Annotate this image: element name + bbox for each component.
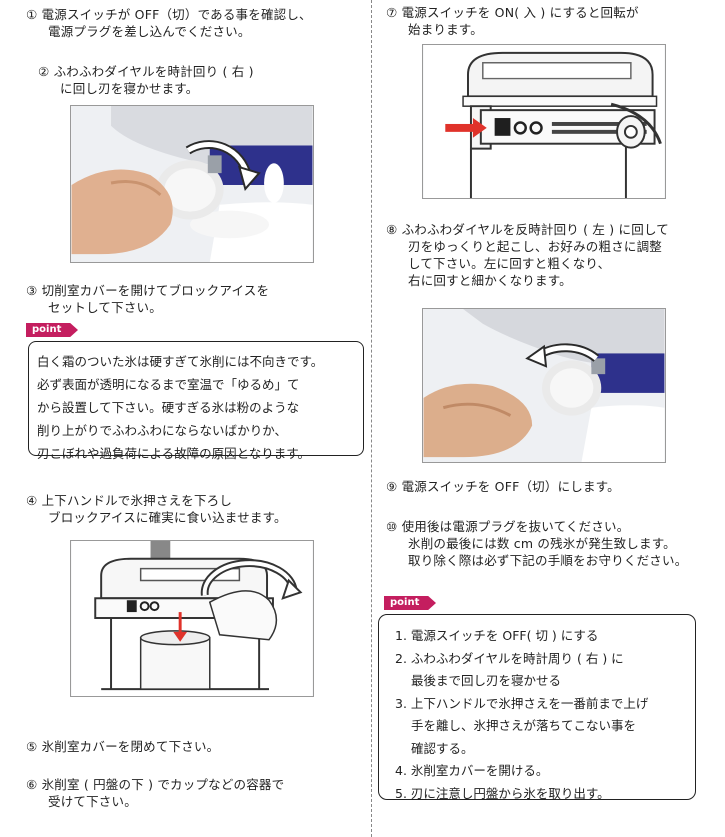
step-3-line-2: セットして下さい。	[48, 300, 162, 315]
step-2-line-1: ② ふわふわダイヤルを時計回り ( 右 )	[38, 64, 254, 79]
step-4: ④ 上下ハンドルで氷押さえを下ろし ブロックアイスに確実に食い込ませます。	[26, 492, 287, 526]
removal-step-1: 1. 電源スイッチを OFF( 切 ) にする	[395, 628, 599, 643]
point-tag-1-label: point	[32, 324, 62, 335]
point-tag-2-label: point	[390, 597, 420, 608]
step-9-line-1: ⑨ 電源スイッチを OFF（切）にします。	[386, 479, 620, 494]
removal-step-5: 5. 刃に注意し円盤から氷を取り出す。	[395, 785, 610, 801]
point-tag-1: point	[26, 323, 78, 337]
step-9: ⑨ 電源スイッチを OFF（切）にします。	[386, 478, 620, 495]
step-3: ③ 切削室カバーを開けてブロックアイスを セットして下さい。	[26, 282, 269, 316]
note-box-removal-steps: 1. 電源スイッチを OFF( 切 ) にする 2. ふわふわダイヤルを時計周り…	[378, 614, 696, 801]
step-5-line-1: ⑤ 氷削室カバーを閉めて下さい。	[26, 739, 220, 754]
step-8: ⑧ ふわふわダイヤルを反時計回り ( 左 ) に回して 刃をゆっくりと起こし、お…	[386, 221, 669, 289]
step-6-line-1: ⑥ 氷削室 ( 円盤の下 ) でカップなどの容器で	[26, 777, 285, 792]
step-7-line-2: 始まります。	[408, 22, 483, 37]
step-5: ⑤ 氷削室カバーを閉めて下さい。	[26, 738, 219, 755]
note-box-ice-warning: 白く霜のついた氷は硬すぎて氷削には不向きです。 必ず表面が透明になるまで室温で「…	[28, 341, 364, 461]
removal-step-2-cont: 最後まで回し刃を寝かせる	[411, 673, 562, 688]
step-8-line-3: して下さい。左に回すと粗くなり、	[408, 256, 611, 271]
step-1: ① 電源スイッチが OFF（切）である事を確認し、 電源プラグを差し込んでくださ…	[26, 6, 312, 40]
removal-step-3-cont-2: 確認する。	[411, 740, 474, 756]
note-line: から設置して下さい。硬すぎる氷は粉のような	[37, 400, 300, 415]
step-4-line-2: ブロックアイスに確実に食い込ませます。	[48, 510, 287, 525]
step-10-line-2: 氷削の最後には数 cm の残氷が発生致します。	[408, 536, 676, 551]
step-6-line-2: 受けて下さい。	[48, 794, 137, 809]
photo-handle-lower	[70, 540, 314, 697]
step-8-line-4: 右に回すと細かくなります。	[408, 273, 572, 288]
handle-lower-illustration	[71, 541, 313, 696]
dial-counterclockwise-illustration	[423, 309, 665, 462]
power-switch-illustration	[423, 45, 665, 198]
point-tag-2: point	[384, 596, 436, 610]
step-7-line-1: ⑦ 電源スイッチを ON( 入 ) にすると回転が	[386, 5, 639, 20]
step-2: ② ふわふわダイヤルを時計回り ( 右 ) に回し刃を寝かせます。	[38, 63, 254, 97]
step-1-line-1: ① 電源スイッチが OFF（切）である事を確認し、	[26, 7, 312, 22]
step-8-line-1: ⑧ ふわふわダイヤルを反時計回り ( 左 ) に回して	[386, 222, 669, 237]
column-divider	[371, 0, 372, 837]
step-10-line-1: ⑩ 使用後は電源プラグを抜いてください。	[386, 519, 630, 534]
photo-dial-clockwise	[70, 105, 314, 263]
step-2-line-2: に回し刃を寝かせます。	[60, 81, 199, 96]
step-10: ⑩ 使用後は電源プラグを抜いてください。 氷削の最後には数 cm の残氷が発生致…	[386, 518, 687, 569]
step-1-line-2: 電源プラグを差し込んでください。	[48, 24, 251, 39]
removal-step-4: 4. 氷削室カバーを開ける。	[395, 763, 549, 778]
step-10-line-3: 取り除く際は必ず下記の手順をお守りください。	[408, 553, 688, 568]
photo-dial-counterclockwise	[422, 308, 666, 463]
removal-step-2: 2. ふわふわダイヤルを時計周り ( 右 ) に	[395, 650, 624, 666]
removal-step-3-cont: 手を離し、氷押さえが落ちてこない事を	[411, 718, 637, 733]
step-4-line-1: ④ 上下ハンドルで氷押さえを下ろし	[26, 493, 233, 508]
step-3-line-1: ③ 切削室カバーを開けてブロックアイスを	[26, 283, 270, 298]
removal-step-3: 3. 上下ハンドルで氷押さえを一番前まで上げ	[395, 695, 649, 711]
step-8-line-2: 刃をゆっくりと起こし、お好みの粗さに調整	[408, 239, 663, 254]
note-line: 白く霜のついた氷は硬すぎて氷削には不向きです。	[37, 354, 324, 369]
step-7: ⑦ 電源スイッチを ON( 入 ) にすると回転が 始まります。	[386, 4, 639, 38]
dial-clockwise-illustration	[71, 106, 313, 262]
note-line: 削り上がりでふわふわにならないばかりか、	[37, 423, 288, 438]
note-line: 刃こぼれや過負荷による故障の原因となります。	[37, 446, 311, 461]
photo-power-switch	[422, 44, 666, 199]
step-6: ⑥ 氷削室 ( 円盤の下 ) でカップなどの容器で 受けて下さい。	[26, 776, 284, 810]
note-line: 必ず表面が透明になるまで室温で「ゆるめ」て	[37, 377, 300, 392]
